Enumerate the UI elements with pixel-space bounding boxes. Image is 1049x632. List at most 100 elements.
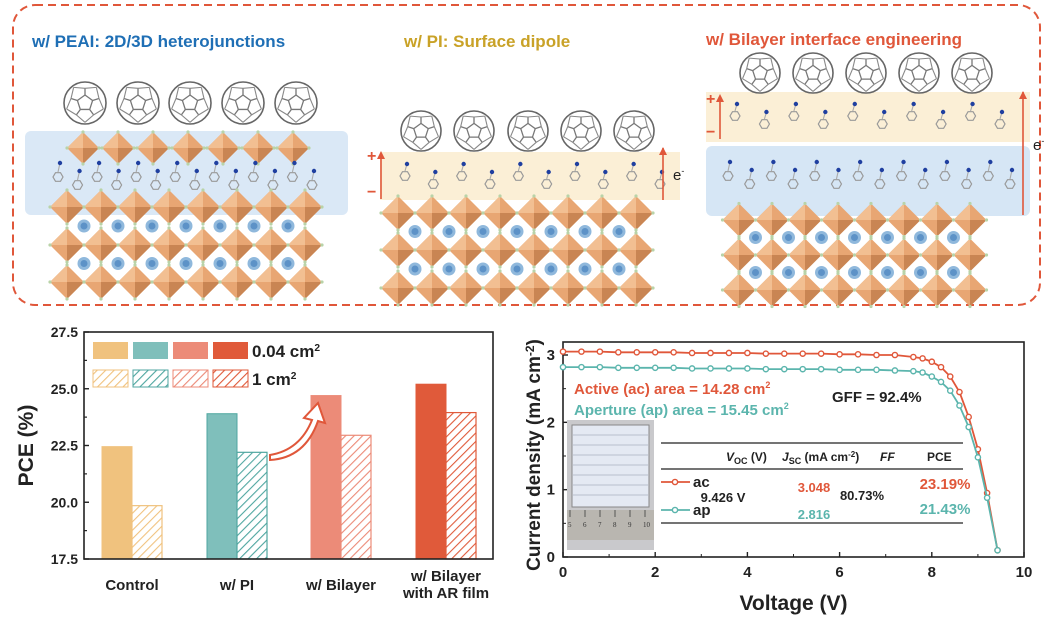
- data-point-ap: [817, 365, 825, 373]
- legend-label-0.04cm2: 0.04 cm2: [252, 342, 320, 361]
- data-point-ac: [670, 349, 677, 356]
- arrow-head-icon: [716, 94, 724, 102]
- fullerene-icon: [951, 52, 993, 94]
- cation-sphere-icon: [947, 231, 960, 244]
- cation-sphere-icon: [247, 257, 261, 270]
- octahedron-icon: [951, 271, 989, 309]
- ruler-label: 5: [568, 521, 572, 529]
- cation-sphere-icon: [510, 225, 524, 238]
- cation-sphere-icon: [612, 225, 626, 238]
- table-pce-ap: 21.43%: [920, 501, 971, 518]
- octahedron-icon: [515, 231, 553, 269]
- y-axis-label: Current density (mA cm-2): [523, 339, 545, 571]
- octahedron-icon: [116, 188, 154, 226]
- octahedron-icon: [48, 188, 86, 226]
- cation-sphere-icon: [145, 257, 159, 270]
- y-tick-label: 25.0: [51, 381, 78, 397]
- organic-molecule-icon: [809, 159, 821, 181]
- octahedron-icon: [617, 269, 655, 307]
- data-point-ap: [651, 364, 659, 372]
- fullerene-icon: [221, 81, 265, 125]
- organic-molecule-icon: [895, 159, 908, 181]
- x-tick-label: 4: [743, 564, 752, 581]
- cation-sphere-icon: [914, 231, 927, 244]
- octahedron-icon: [447, 194, 485, 232]
- organic-molecule-icon: [427, 169, 440, 189]
- arrow-head-icon: [377, 151, 385, 159]
- x-tick-label: 6: [835, 564, 843, 581]
- ruler-label: 7: [598, 521, 602, 529]
- cation-sphere-icon: [815, 231, 828, 244]
- octahedron-icon: [218, 226, 256, 264]
- bar-0-0.04cm2: [101, 446, 133, 560]
- organic-molecule-icon: [267, 168, 279, 190]
- fullerene-icon: [792, 52, 834, 94]
- cation-sphere-icon: [544, 225, 558, 238]
- data-point-ac: [596, 348, 604, 355]
- octahedron-icon: [918, 236, 956, 274]
- y-tick-label: 22.5: [51, 438, 78, 454]
- octahedron-icon: [82, 226, 120, 264]
- organic-molecule-icon: [1004, 167, 1016, 189]
- octahedron-icon: [918, 201, 956, 239]
- organic-molecule-icon: [729, 101, 741, 121]
- x-category-label: w/ PI: [219, 577, 254, 594]
- cation-sphere-icon: [179, 219, 193, 233]
- data-point-ap: [836, 366, 843, 374]
- octahedron-icon: [252, 263, 290, 301]
- cation-sphere-icon: [782, 266, 795, 279]
- data-point-ap: [965, 423, 972, 431]
- table-header-jsc: JSC (mA cm-2): [782, 450, 859, 466]
- octahedron-icon: [286, 263, 324, 301]
- dashed-border: [12, 4, 1041, 306]
- fullerene-icon: [560, 110, 602, 152]
- data-point-ac: [578, 348, 585, 355]
- cation-sphere-icon: [408, 225, 422, 238]
- octahedron-icon: [447, 269, 485, 307]
- octahedron-icon: [150, 188, 188, 226]
- legend-swatch-hatched: [212, 369, 249, 388]
- octahedron-icon: [549, 194, 587, 232]
- cation-sphere-icon: [815, 266, 828, 279]
- cation-sphere-icon: [881, 266, 894, 279]
- octahedron-icon: [951, 236, 989, 274]
- cation-sphere-icon: [510, 262, 524, 276]
- legend-swatch-solid: [133, 342, 168, 359]
- cation-sphere-icon: [476, 262, 490, 276]
- octahedron-icon: [286, 188, 324, 226]
- cation-sphere-icon: [408, 262, 422, 276]
- octahedron-icon: [481, 269, 519, 307]
- organic-molecule-icon: [847, 101, 859, 121]
- octahedron-icon: [515, 194, 553, 232]
- data-point-ac: [965, 413, 972, 421]
- octahedron-icon: [413, 231, 451, 269]
- cation-sphere-icon: [77, 257, 91, 270]
- fullerene-icon: [274, 81, 318, 125]
- data-point-ap: [937, 378, 945, 386]
- cation-sphere-icon: [281, 219, 295, 233]
- dipole-minus-sign: −: [706, 124, 715, 141]
- legend-swatch-solid: [173, 342, 208, 359]
- organic-molecule-icon: [71, 168, 84, 190]
- y-tick-label: 0: [547, 549, 555, 566]
- cation-sphere-icon: [612, 262, 626, 276]
- organic-molecule-icon: [982, 159, 995, 181]
- legend-marker-ac: [671, 478, 679, 486]
- cation-sphere-icon: [281, 257, 295, 270]
- ruler-label: 6: [583, 521, 587, 529]
- data-point-ap: [670, 364, 677, 372]
- data-point-ac: [946, 373, 954, 380]
- data-point-ap: [974, 454, 982, 461]
- octahedron-icon: [413, 194, 451, 232]
- x-category-label: Control: [105, 577, 158, 594]
- dipole-layer-band: [380, 152, 680, 200]
- octahedron-icon: [116, 226, 154, 264]
- data-point-ap: [780, 365, 788, 373]
- octahedron-icon: [379, 194, 417, 232]
- octahedron-icon: [753, 236, 791, 274]
- data-point-ap: [615, 364, 622, 372]
- octahedron-icon: [549, 269, 587, 307]
- x-category-label: w/ Bilayer: [410, 568, 481, 585]
- octahedron-icon: [413, 269, 451, 307]
- bar-0-1cm2: [131, 505, 163, 560]
